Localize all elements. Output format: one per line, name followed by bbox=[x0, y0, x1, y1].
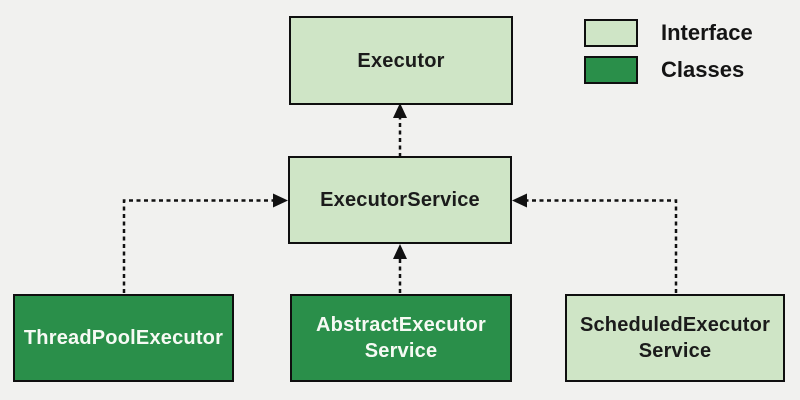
node-abstract-executor-service: AbstractExecutor Service bbox=[290, 294, 512, 382]
legend-row-interface: Interface bbox=[584, 19, 753, 47]
node-executor-service-label: ExecutorService bbox=[320, 189, 480, 211]
node-abstract-executor-service-label: AbstractExecutor Service bbox=[316, 314, 486, 362]
legend-row-classes: Classes bbox=[584, 56, 753, 84]
arrowhead-up-icon bbox=[393, 103, 407, 118]
arrowhead-right-icon bbox=[273, 193, 288, 208]
legend-interface-swatch bbox=[584, 19, 638, 47]
legend-interface-label: Interface bbox=[661, 20, 753, 45]
edge-scheduledexecutorservice-to-executorservice bbox=[512, 193, 678, 293]
legend-classes-swatch bbox=[584, 56, 638, 84]
node-scheduled-executor-service: ScheduledExecutor Service bbox=[565, 294, 785, 382]
arrowhead-up-icon bbox=[393, 244, 407, 259]
node-executor-label: Executor bbox=[357, 49, 445, 72]
edge-abstractexecutorservice-to-executorservice bbox=[393, 244, 407, 293]
node-thread-pool-executor: ThreadPoolExecutor bbox=[13, 294, 234, 382]
node-executor: Executor bbox=[289, 16, 513, 105]
node-scheduled-executor-service-label: ScheduledExecutor Service bbox=[579, 314, 771, 362]
legend: Interface Classes bbox=[584, 19, 753, 93]
arrowhead-left-icon bbox=[512, 193, 527, 208]
node-thread-pool-executor-label: ThreadPoolExecutor bbox=[23, 327, 224, 349]
edge-threadpoolexecutor-to-executorservice bbox=[122, 193, 288, 293]
node-executor-service: ExecutorService bbox=[288, 156, 512, 244]
legend-classes-label: Classes bbox=[661, 57, 745, 82]
edge-executorservice-to-executor bbox=[393, 103, 407, 157]
